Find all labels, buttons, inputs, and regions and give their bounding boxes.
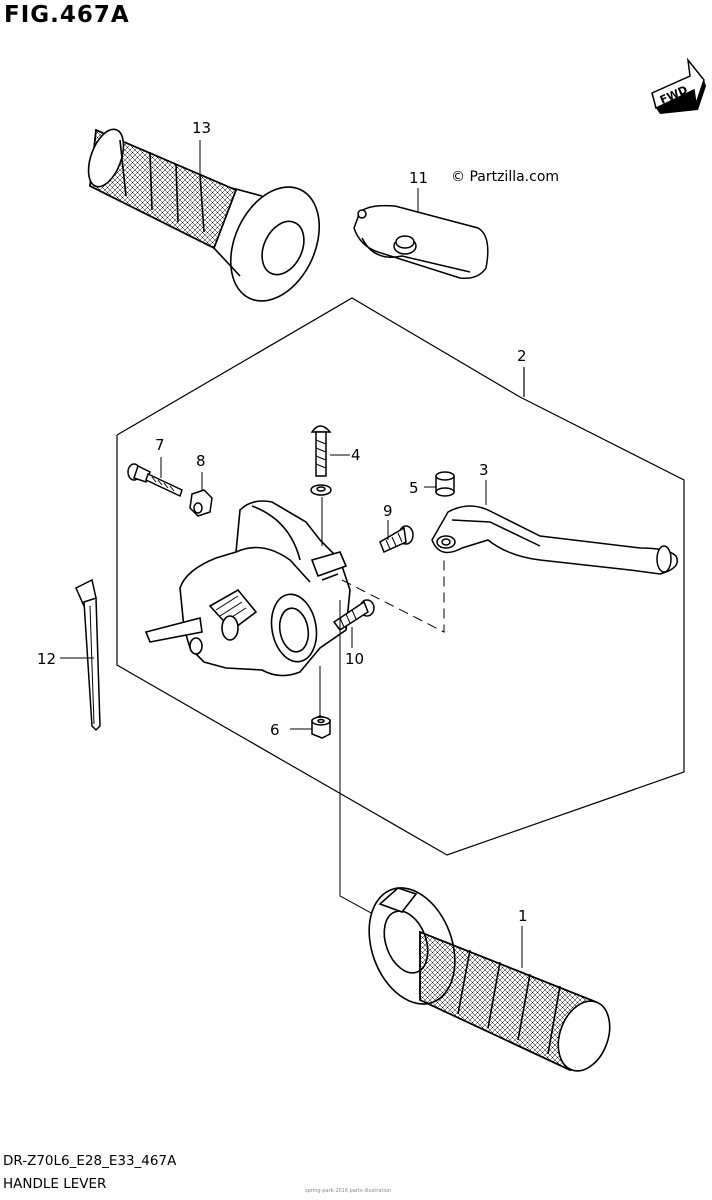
callout-8[interactable]: 8: [196, 452, 206, 470]
lever-cover-part[interactable]: [353, 204, 489, 280]
nut-8-part[interactable]: [189, 489, 213, 517]
left-grip-part[interactable]: [82, 125, 337, 316]
tiny-watermark: spring-park-2016 parts-illustration: [305, 1188, 391, 1194]
callout-2[interactable]: 2: [517, 347, 527, 365]
nut-6-part[interactable]: [311, 715, 331, 739]
bolt-7-part[interactable]: [127, 463, 183, 498]
fwd-arrow-icon: FWD: [651, 57, 706, 114]
callout-13[interactable]: 13: [192, 119, 212, 137]
callout-4[interactable]: 4: [351, 446, 361, 464]
model-code: DR-Z70L6_E28_E33_467A: [3, 1153, 177, 1169]
cable-tie-12-part[interactable]: [75, 578, 101, 732]
callout-11[interactable]: 11: [409, 169, 429, 187]
collar-5-part[interactable]: [435, 471, 455, 497]
callout-12[interactable]: 12: [37, 650, 57, 668]
callout-1[interactable]: 1: [518, 907, 528, 925]
figure-title: FIG.467A: [4, 2, 130, 28]
right-grip-part[interactable]: [354, 876, 619, 1078]
leader-to-throttle: [339, 600, 385, 921]
callout-10[interactable]: 10: [345, 650, 365, 668]
assembly-outline: [116, 297, 685, 856]
lever-perch-housing[interactable]: [144, 500, 351, 677]
section-name: HANDLE LEVER: [3, 1176, 107, 1192]
callout-6[interactable]: 6: [270, 721, 280, 739]
callout-9[interactable]: 9: [383, 502, 393, 520]
callout-5[interactable]: 5: [409, 479, 419, 497]
pivot-alignment-dashed: [341, 560, 445, 633]
callout-3[interactable]: 3: [479, 461, 489, 479]
clutch-lever-part[interactable]: [431, 505, 678, 575]
screw-4-part[interactable]: [310, 425, 332, 496]
copyright-watermark: © Partzilla.com: [451, 169, 560, 185]
callout-7[interactable]: 7: [155, 436, 165, 454]
bolt-9-part[interactable]: [379, 525, 414, 554]
